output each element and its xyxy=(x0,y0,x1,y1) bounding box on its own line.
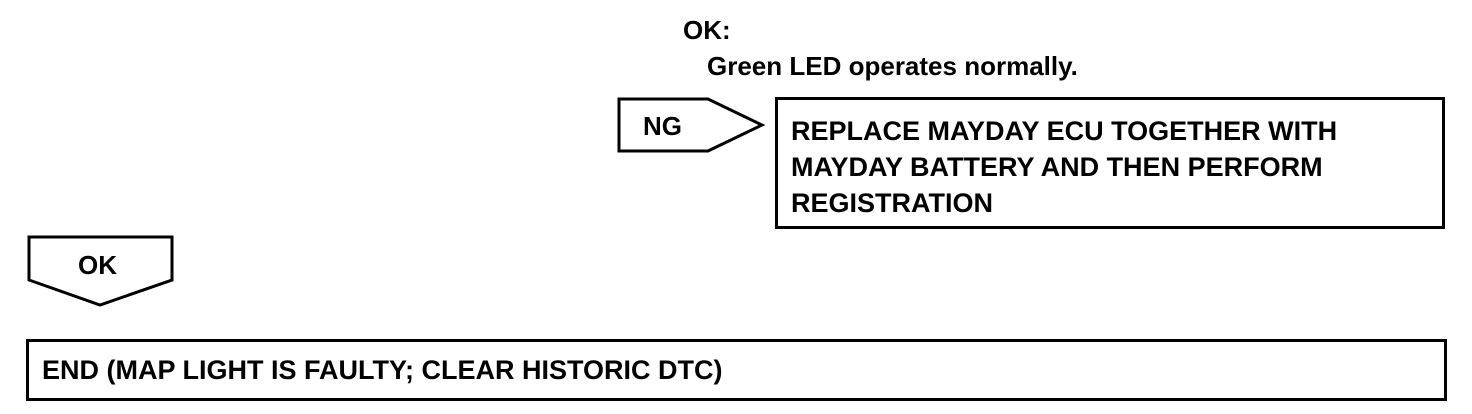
replace-action-line-3: REGISTRATION xyxy=(791,188,993,218)
ok-result-detail: Green LED operates normally. xyxy=(707,51,1078,81)
end-step-text: END (MAP LIGHT IS FAULTY; CLEAR HISTORIC… xyxy=(42,354,723,385)
replace-action-line-2: MAYDAY BATTERY AND THEN PERFORM xyxy=(791,152,1323,182)
replace-ecu-action-box: REPLACE MAYDAY ECU TOGETHER WITH MAYDAY … xyxy=(775,97,1445,229)
end-step-box: END (MAP LIGHT IS FAULTY; CLEAR HISTORIC… xyxy=(26,339,1447,401)
ok-arrow-shape xyxy=(27,235,174,307)
ok-result-title: OK: xyxy=(683,15,731,45)
ok-arrow-label: OK xyxy=(78,250,117,280)
replace-action-line-1: REPLACE MAYDAY ECU TOGETHER WITH xyxy=(791,116,1338,146)
ng-arrow-label: NG xyxy=(643,111,682,141)
